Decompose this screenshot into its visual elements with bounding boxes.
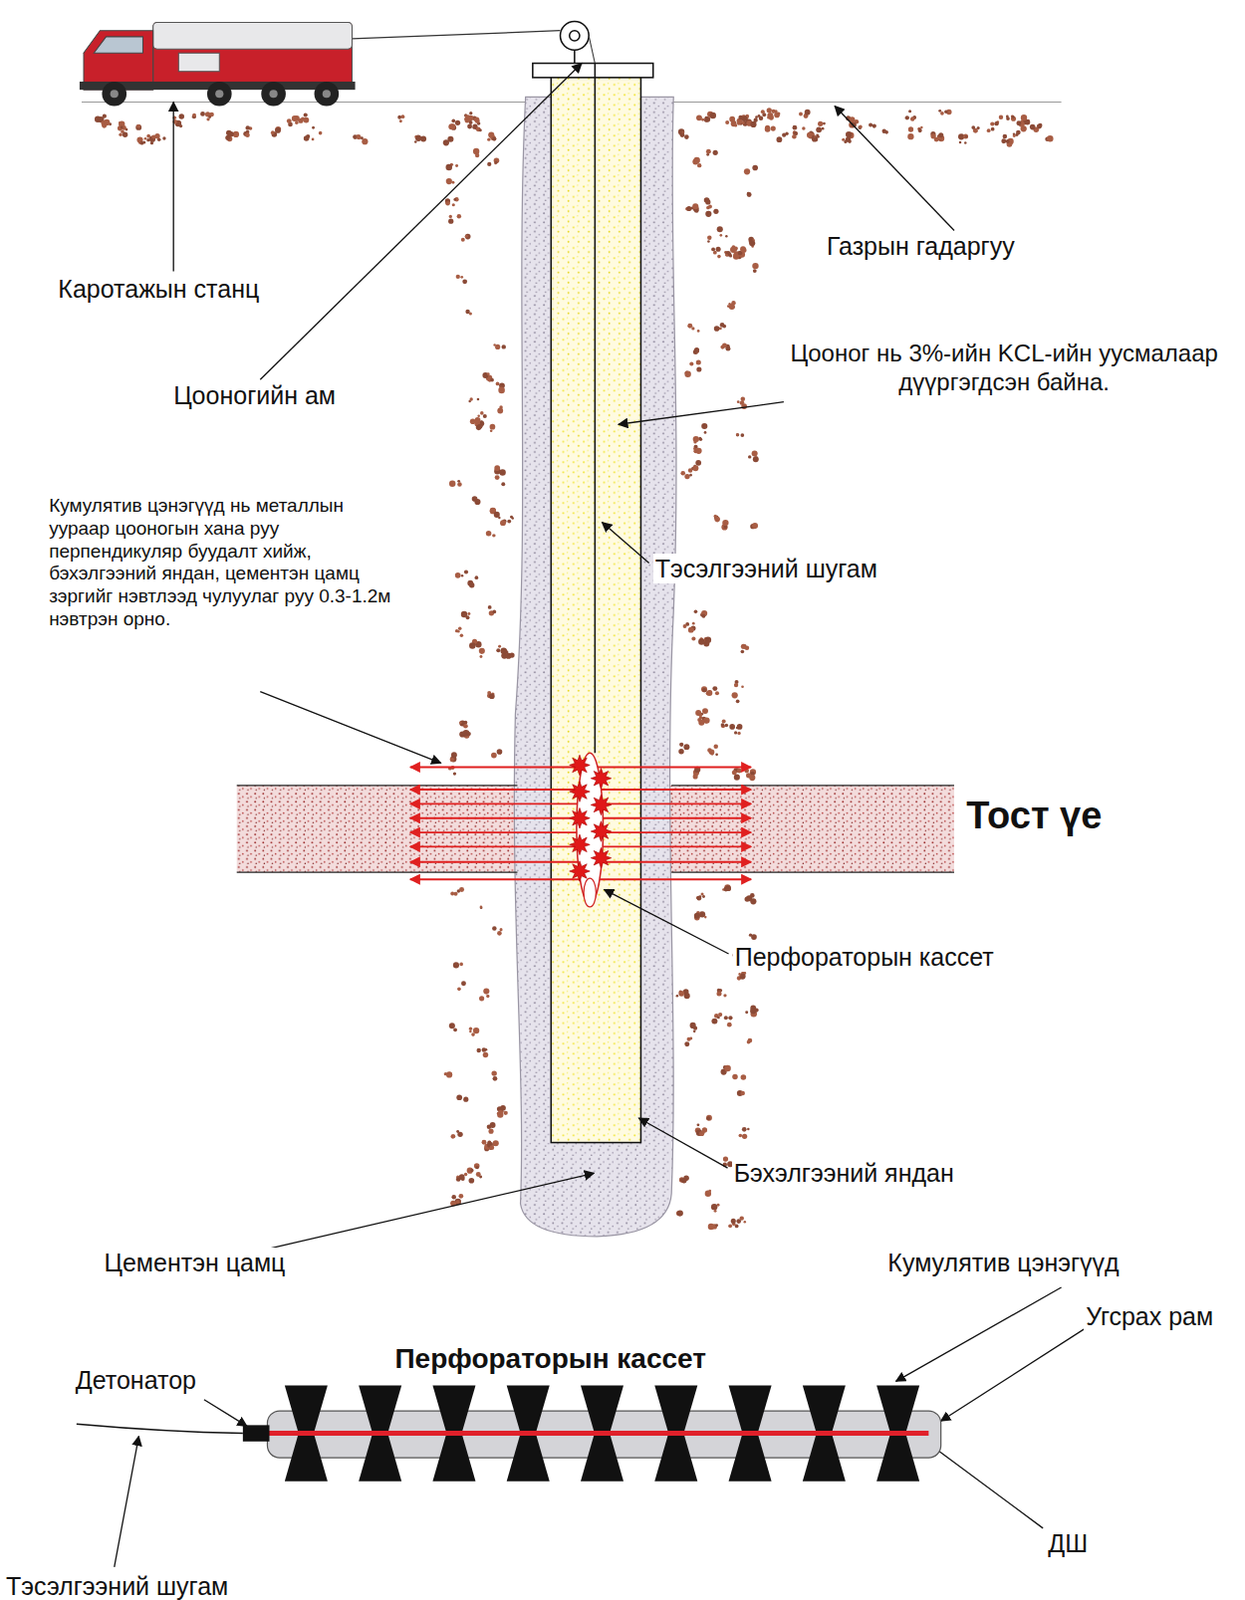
leader-lines (114, 63, 1096, 1568)
detonator-label: Детонатор (73, 1365, 199, 1396)
cassette-heading: Перфораторын кассет (392, 1342, 709, 1377)
frame-label: Угсрах рам (1083, 1301, 1216, 1332)
casing (550, 76, 641, 1144)
blast-line-label: Тэсэлгээний шугам (653, 553, 880, 584)
wellhead-label: Цооногийн ам (171, 380, 338, 411)
layer-label: Тост үе (964, 793, 1104, 840)
pulley (560, 21, 590, 51)
perforator-label: Перфораторын кассет (733, 942, 996, 973)
cable (351, 30, 560, 39)
blast-line (594, 63, 597, 754)
perforator (569, 752, 612, 908)
surface-label: Газрын гадаргуу (824, 231, 1017, 261)
charge-note: Кумулятив цэнэгүүд нь металлын уураар цо… (46, 495, 407, 632)
blast-line-label: Тэсэлгээний шугам (3, 1571, 231, 1600)
wellhead (532, 63, 654, 78)
logging-truck (79, 22, 356, 107)
charges-label: Кумулятив цэнэгүүд (885, 1247, 1121, 1278)
casing-label: Бэхэлгээний яндан (732, 1158, 957, 1189)
station-label: Каротажын станц (55, 273, 261, 304)
cement-label: Цементэн цамц (101, 1247, 287, 1278)
fluid-note: Цооног нь 3%-ийн KCL-ийн уусмалаар дүүрг… (773, 339, 1236, 398)
cord-label: ДШ (1045, 1528, 1090, 1559)
perforator-cassette (76, 1385, 942, 1482)
